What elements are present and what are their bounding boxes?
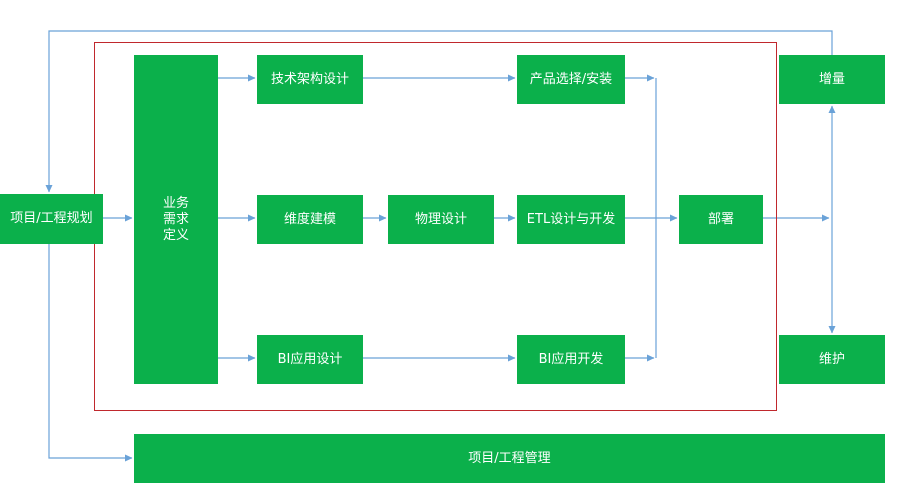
product-selection-label: 产品选择/安装	[529, 71, 613, 87]
arrow-planning-to-management	[48, 244, 133, 462]
project-planning-box: 项目/工程规划	[0, 194, 103, 244]
maintenance-label: 维护	[818, 351, 845, 367]
project-management-label: 项目/工程管理	[468, 450, 551, 466]
requirements-label-line-1: 业务	[162, 195, 189, 211]
increment-label: 增量	[818, 71, 845, 87]
maintenance-box: 维护	[779, 335, 885, 384]
deployment-box: 部署	[679, 195, 763, 244]
project-management-box: 项目/工程管理	[134, 434, 885, 483]
bi-app-design-box: BI应用设计	[257, 335, 363, 384]
etl-label: ETL设计与开发	[526, 211, 616, 227]
etl-box: ETL设计与开发	[517, 195, 625, 244]
physical-design-box: 物理设计	[388, 195, 494, 244]
tech-architecture-box: 技术架构设计	[257, 55, 363, 104]
arrow-feedback-loop	[45, 30, 833, 193]
dimensional-modeling-box: 维度建模	[257, 195, 363, 244]
tech-architecture-label: 技术架构设计	[270, 71, 349, 87]
requirements-label-line-3: 定义	[162, 227, 189, 243]
bi-app-design-label: BI应用设计	[277, 351, 343, 367]
product-selection-box: 产品选择/安装	[517, 55, 625, 104]
bi-app-dev-label: BI应用开发	[538, 351, 604, 367]
bi-app-dev-box: BI应用开发	[517, 335, 625, 384]
increment-box: 增量	[779, 55, 885, 104]
dimensional-modeling-label: 维度建模	[283, 211, 336, 227]
requirements-box: 业务 需求 定义	[134, 55, 218, 384]
project-planning-label: 项目/工程规划	[10, 211, 93, 226]
physical-design-label: 物理设计	[414, 211, 467, 227]
requirements-label-line-2: 需求	[162, 211, 189, 227]
deployment-label: 部署	[707, 211, 734, 227]
